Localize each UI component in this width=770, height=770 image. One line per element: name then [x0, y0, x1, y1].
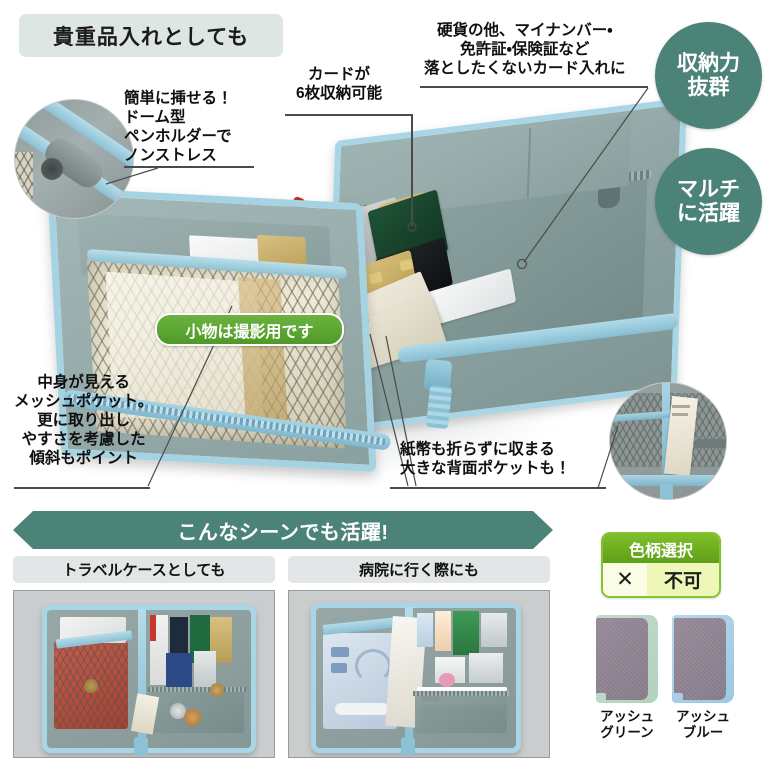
leader-rule-pen [124, 166, 254, 168]
badge-line: に活躍 [677, 201, 740, 225]
callout-line: 6枚収納可能 [296, 84, 383, 102]
badge-storage-capacity: 収納力 抜群 [655, 22, 762, 129]
swatch-ash-green[interactable]: アッシュ グリーン [592, 615, 662, 742]
swatch-image-ash-green [596, 615, 658, 703]
callout-mesh-pocket: 中身が見える メッシュポケット。 更に取り出し やすさを考慮した 傾斜もポイント [14, 374, 153, 469]
callout-line: ドーム型 [124, 108, 186, 126]
badge-line: 抜群 [687, 75, 730, 99]
leader-drop-card [411, 114, 413, 226]
scene-label: 病院に行く際にも [288, 556, 550, 583]
swatch-image-ash-blue [672, 615, 734, 703]
callout-line: メッシュポケット。 [14, 392, 154, 410]
callout-line: 中身が見える [37, 374, 130, 391]
scene-label-text: 病院に行く際にも [358, 562, 479, 579]
swatch-name-line: アッシュ [676, 709, 730, 724]
leader-dot-card [407, 222, 417, 232]
badge-line: マルチ [677, 177, 740, 201]
color-selection-head: 色柄選択 [603, 534, 719, 563]
leader-line-coin [516, 87, 649, 270]
badge-line: 収納力 [677, 51, 740, 75]
leader-rule-card [285, 114, 413, 116]
swatch-name-line: アッシュ [600, 709, 654, 724]
leader-rule-back [390, 487, 606, 489]
callout-card-capacity: カードが 6枚収納可能 [296, 66, 382, 104]
leader-rule-coin [420, 86, 648, 88]
scene-banner-text: こんなシーンでも活躍! [177, 521, 389, 544]
color-selection-status: 不可 [663, 571, 702, 592]
swatch-name-line: グリーン [600, 725, 654, 741]
leader-line-pen [105, 167, 159, 185]
leader-rule-mesh [14, 487, 150, 489]
callout-line: 簡単に挿せる！ [124, 90, 233, 107]
scene-photo-travel [13, 590, 275, 758]
swatch-ash-blue[interactable]: アッシュ ブルー [668, 615, 738, 742]
color-selection-body: ✕ 不可 [603, 563, 719, 596]
leader-line-back-right [597, 425, 619, 489]
callout-line: 紙幣も折らずに収まる [400, 441, 555, 458]
callout-line: 免許証・保険証など [460, 40, 590, 58]
scene-label: トラベルケースとしても [13, 556, 275, 583]
scene-card-hospital: 病院に行く際にも [288, 556, 550, 758]
callout-line: やすさを考慮した [21, 430, 146, 448]
scene-photo-hospital [288, 590, 550, 758]
swatch-name-ash-green: アッシュ グリーン [592, 709, 662, 742]
leader-line-back [369, 333, 417, 487]
inset-photo-pen-holder [14, 99, 134, 219]
scene-banner: こんなシーンでも活躍! [13, 511, 553, 549]
callout-line: 更に取り出し [37, 411, 131, 429]
callout-line: ペンホルダーで [124, 127, 232, 145]
section-title-valuables: 貴重品入れとしても [19, 14, 283, 57]
callout-line: 落としたくないカード入れに [424, 59, 626, 77]
callout-pen-holder: 簡単に挿せる！ ドーム型 ペンホルダーで ノンストレス [124, 90, 233, 166]
callout-coin-and-cards: 硬貨の他、マイナンバー・ 免許証・保険証など 落としたくないカード入れに [424, 22, 626, 79]
props-disclaimer-pill: 小物は撮影用です [155, 313, 344, 346]
section-title-text: 貴重品入れとしても [52, 25, 250, 49]
callout-line: 硬貨の他、マイナンバー・ [437, 22, 613, 39]
props-disclaimer-text: 小物は撮影用です [185, 323, 314, 341]
badge-multi-use: マルチ に活躍 [655, 148, 762, 255]
callout-line: ノンストレス [124, 146, 217, 164]
color-selection-head-text: 色柄選択 [628, 542, 693, 560]
zipper-pull-tab [425, 384, 453, 430]
inset-photo-back-pocket [609, 382, 727, 500]
swatch-name-ash-blue: アッシュ ブルー [668, 709, 738, 742]
callout-line: カードが [308, 66, 371, 83]
callout-line: 傾斜もポイント [29, 449, 138, 467]
swatch-name-line: ブルー [682, 725, 724, 741]
color-selection-badge: 色柄選択 ✕ 不可 [601, 532, 721, 598]
cross-icon: ✕ [603, 563, 647, 596]
callout-back-pocket: 紙幣も折らずに収まる 大きな背面ポケットも！ [400, 441, 571, 479]
scene-label-text: トラベルケースとしても [62, 562, 226, 579]
scene-card-travel: トラベルケースとしても [13, 556, 275, 758]
callout-line: 大きな背面ポケットも！ [400, 459, 571, 477]
